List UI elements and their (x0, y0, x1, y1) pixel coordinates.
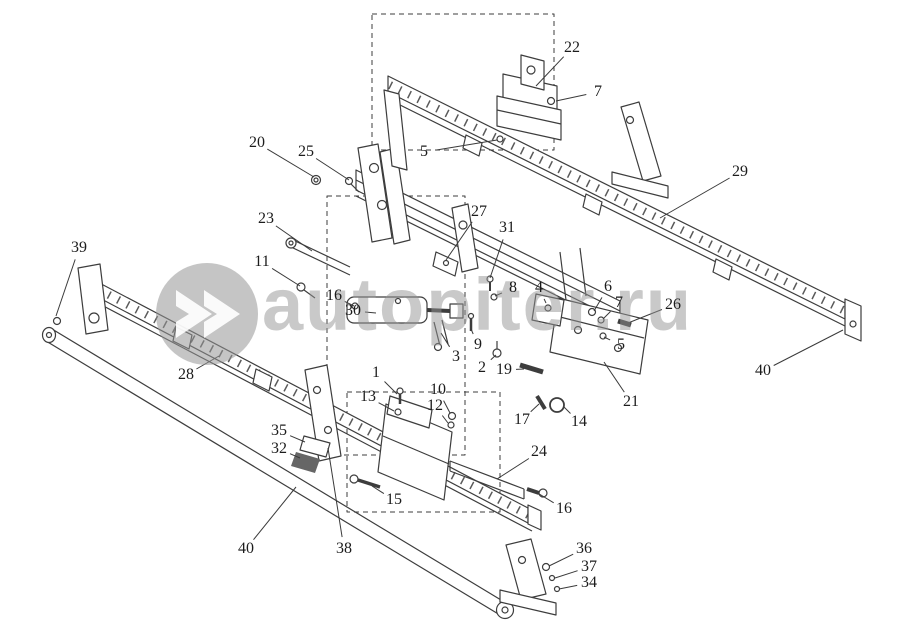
callout-29: 29 (732, 163, 748, 180)
callout-36: 36 (576, 540, 592, 557)
top-mount-bracket (496, 54, 562, 143)
callout-9: 9 (474, 336, 482, 353)
callout-22: 22 (564, 39, 580, 56)
callout-10: 10 (430, 381, 446, 398)
right-support-bracket (611, 101, 669, 199)
callout-16: 16 (326, 287, 342, 304)
callout-3: 3 (452, 348, 460, 365)
dashed-group-boxes (326, 13, 555, 513)
hydraulic-cylinder (346, 275, 498, 352)
callout-24: 24 (531, 443, 547, 460)
link-rod (285, 174, 360, 299)
callout-23: 23 (258, 210, 274, 227)
callout-40: 40 (238, 540, 254, 557)
callout-15: 15 (386, 491, 402, 508)
callout-17: 17 (514, 411, 530, 428)
callout-4: 4 (535, 279, 543, 296)
callout-21: 21 (623, 393, 639, 410)
leader-lines (55, 56, 844, 590)
callout-5: 5 (617, 336, 625, 353)
callout-39: 39 (71, 239, 87, 256)
callout-7: 7 (615, 294, 623, 311)
callout-7: 7 (594, 83, 602, 100)
callout-20: 20 (249, 134, 265, 151)
callout-37: 37 (581, 558, 597, 575)
callout-2: 2 (478, 359, 486, 376)
callout-5: 5 (420, 143, 428, 160)
callout-16: 16 (556, 500, 572, 517)
callout-12: 12 (427, 397, 443, 414)
callout-40: 40 (755, 362, 771, 379)
callout-1: 1 (372, 364, 380, 381)
callout-8: 8 (509, 279, 517, 296)
callout-30: 30 (345, 302, 361, 319)
end-bracket (499, 538, 561, 616)
callout-28: 28 (178, 366, 194, 383)
callout-19: 19 (496, 361, 512, 378)
right-bracket-cluster (492, 293, 649, 413)
callout-27: 27 (471, 203, 487, 220)
callout-25: 25 (298, 143, 314, 160)
callout-6: 6 (604, 278, 612, 295)
callout-31: 31 (499, 219, 515, 236)
callout-13: 13 (360, 388, 376, 405)
center-clamp-assembly (291, 364, 548, 501)
callout-14: 14 (571, 413, 587, 430)
callout-26: 26 (665, 296, 681, 313)
callout-38: 38 (336, 540, 352, 557)
callout-32: 32 (271, 440, 287, 457)
callout-34: 34 (581, 574, 597, 591)
callout-35: 35 (271, 422, 287, 439)
callout-11: 11 (254, 253, 270, 270)
middle-frame (355, 143, 621, 328)
